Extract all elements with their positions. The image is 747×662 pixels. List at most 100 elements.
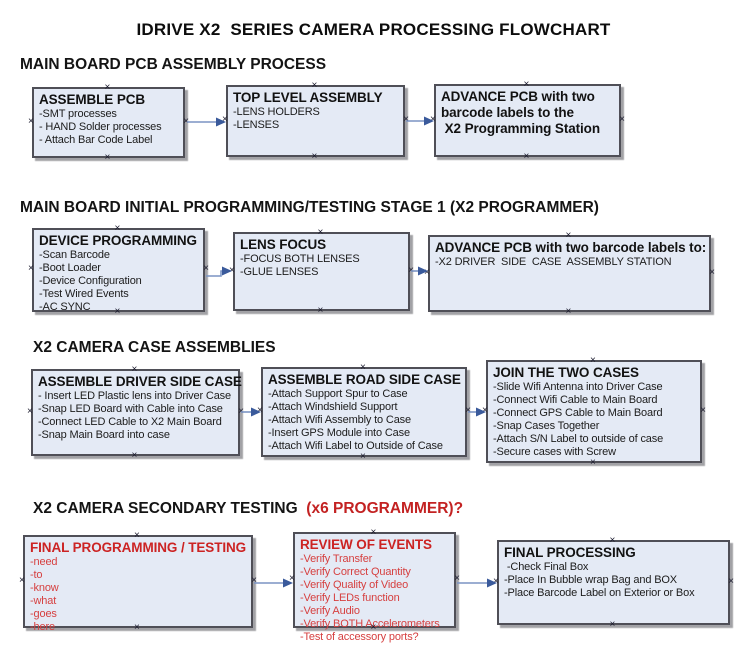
box-device-programming[interactable]: DEVICE PROGRAMMING -Scan Barcode-Boot Lo… [28,223,209,317]
box-title: JOIN THE TWO CASES [493,365,639,380]
box-item: -Attach Wifi Label to Outside of Case [268,440,443,452]
connector-handle-icon: × [709,266,715,278]
box-items: -LENS HOLDERS-LENSES [233,106,399,132]
connector-handle-icon: × [104,152,111,163]
flow-arrow [187,117,226,127]
box-items: -SMT processes- HAND Solder processes- A… [39,108,179,147]
connector-handle-icon: × [222,114,228,125]
box-assemble-driver-side-case[interactable]: ASSEMBLE DRIVER SIDE CASE - Insert LED P… [27,364,244,461]
box-advance-pcb-to-case-assembly[interactable]: ADVANCE PCB with two barcode labels to: … [424,230,715,317]
box-top-level-assembly[interactable]: TOP LEVEL ASSEMBLY -LENS HOLDERS-LENSES … [222,80,409,162]
box-item: -X2 DRIVER SIDE CASE ASSEMBLY STATION [435,256,672,268]
box-title: FINAL PROCESSING [504,545,636,560]
box-item: -Verify Transfer [300,553,373,565]
connector-handle-icon: × [203,263,209,274]
box-items: -Slide Wifi Antenna into Driver Case-Con… [493,381,696,459]
connector-handle-icon: × [424,266,430,278]
box-item: -Insert GPS Module into Case [268,427,410,439]
box-item: -Snap Cases Together [493,420,600,432]
box-item: -Attach Wifi Assembly to Case [268,414,411,426]
box-item: -Connect GPS Cable to Main Board [493,407,663,419]
flow-arrow [254,578,293,588]
box-items: -FOCUS BOTH LENSES-GLUE LENSES [240,253,404,279]
connector-handle-icon: × [609,619,616,630]
box-item: -what [30,595,57,607]
box-title: ADVANCE PCB with two barcode labels to t… [441,89,600,136]
box-assemble-pcb[interactable]: ASSEMBLE PCB -SMT processes- HAND Solder… [28,82,189,163]
connector-handle-icon: × [238,405,244,417]
box-item: -SMT processes [39,108,117,120]
box-item: -Snap Main Board into case [38,429,170,441]
connector-handle-icon: × [493,575,499,587]
box-review-of-events[interactable]: REVIEW OF EVENTS -Verify Transfer-Verify… [289,527,460,643]
box-title: LENS FOCUS [240,237,327,252]
box-items: -Check Final Box-Place In Bubble wrap Ba… [504,561,724,600]
box-title: FINAL PROGRAMMING / TESTING [30,540,247,555]
box-item: -Scan Barcode [39,249,110,261]
connector-handle-icon: × [131,450,138,461]
connector-handle-icon: × [19,574,25,586]
page-title: IDRIVE X2 SERIES CAMERA PROCESSING FLOWC… [136,20,611,39]
connector-handle-icon: × [27,405,33,417]
box-item: -Place Barcode Label on Exterior or Box [504,587,695,599]
box-item: -Test of accessory ports? [300,631,419,643]
flow-arrow [241,407,261,417]
box-item: -Connect Wifi Cable to Main Board [493,394,658,406]
box-item: -know [30,582,59,594]
box-item: -Verify Audio [300,605,360,617]
connector-handle-icon: × [229,264,235,276]
box-title: ASSEMBLE ROAD SIDE CASE [268,372,461,387]
box-item: -LENS HOLDERS [233,106,320,118]
flow-arrow [206,266,232,277]
box-item: -Verify Correct Quantity [300,566,411,578]
box-item: -here [30,621,55,633]
section-heading-suffix: (x6 PROGRAMMER)? [302,500,464,517]
box-item: -Boot Loader [39,262,101,274]
box-title: TOP LEVEL ASSEMBLY [233,90,383,105]
connector-handle-icon: × [289,573,295,584]
box-final-programming-testing[interactable]: FINAL PROGRAMMING / TESTING -need-to-kno… [19,530,257,633]
box-items: -Verify Transfer-Verify Correct Quantity… [300,553,450,644]
connector-handle-icon: × [311,151,318,162]
connector-handle-icon: × [700,404,706,416]
box-title: DEVICE PROGRAMMING [39,233,197,248]
box-item: -Check Final Box [504,561,589,573]
box-item: - Insert LED Plastic lens into Driver Ca… [38,390,231,402]
connector-handle-icon: × [408,264,414,276]
section-heading-case-assemblies: X2 CAMERA CASE ASSEMBLIES [33,339,276,356]
connector-handle-icon: × [454,573,460,584]
box-items: -Attach Support Spur to Case-Attach Wind… [268,388,461,453]
flow-arrow [406,116,434,126]
box-item: -GLUE LENSES [240,266,319,278]
flow-arrow [411,266,428,276]
box-item: -Snap LED Board with Cable into Case [38,403,223,415]
box-item: -FOCUS BOTH LENSES [240,253,360,265]
box-item: -Device Configuration [39,275,142,287]
box-join-the-two-cases[interactable]: JOIN THE TWO CASES -Slide Wifi Antenna i… [482,355,706,468]
box-title: REVIEW OF EVENTS [300,537,432,552]
box-item: - Attach Bar Code Label [39,134,153,146]
flow-arrow [457,578,497,588]
box-item: -goes [30,608,57,620]
flow-arrow [468,407,486,417]
section-heading-secondary-testing: X2 CAMERA SECONDARY TESTING (x6 PROGRAMM… [33,500,463,518]
box-item: -Attach S/N Label to outside of case [493,433,664,445]
box-item: -Test Wired Events [39,288,129,300]
connector-handle-icon: × [728,575,734,587]
box-lens-focus[interactable]: LENS FOCUS -FOCUS BOTH LENSES-GLUE LENSE… [229,227,414,316]
box-items: -X2 DRIVER SIDE CASE ASSEMBLY STATION [435,256,705,269]
box-item: -Slide Wifi Antenna into Driver Case [493,381,663,393]
box-item: -to [30,569,43,581]
box-final-processing[interactable]: FINAL PROCESSING -Check Final Box-Place … [493,535,734,630]
box-item: -Attach Windshield Support [268,401,398,413]
box-item: -Connect LED Cable to X2 Main Board [38,416,222,428]
box-item: - HAND Solder processes [39,121,162,133]
box-assemble-road-side-case[interactable]: ASSEMBLE ROAD SIDE CASE -Attach Support … [257,362,471,462]
connector-handle-icon: × [28,263,34,274]
box-advance-pcb-to-programming-station[interactable]: ADVANCE PCB with two barcode labels to t… [430,79,625,162]
connector-handle-icon: × [430,113,436,125]
connector-handle-icon: × [523,151,530,162]
box-title: ASSEMBLE DRIVER SIDE CASE [38,374,242,389]
box-item: -need [30,556,58,568]
